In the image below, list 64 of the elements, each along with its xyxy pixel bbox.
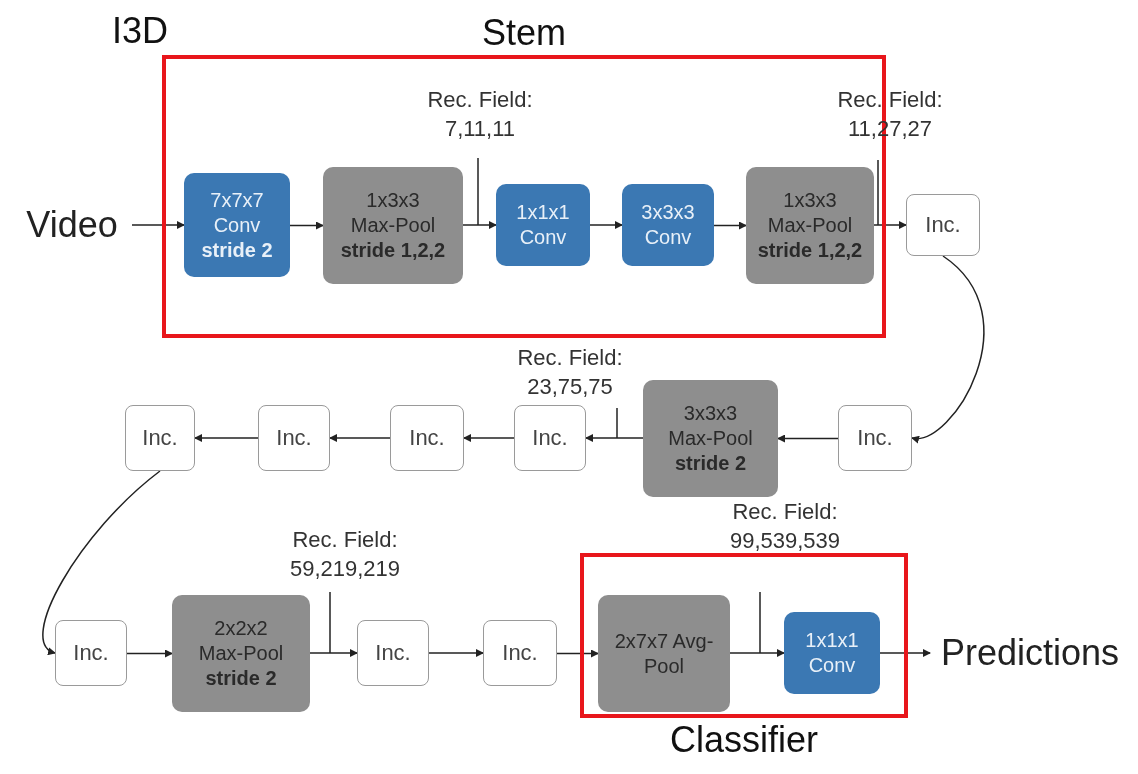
inception-box — [838, 405, 912, 471]
layer-text: Inc. — [531, 425, 569, 451]
layer-text: Inc. — [72, 640, 110, 666]
conv-box — [496, 184, 590, 266]
arrow — [289, 221, 324, 230]
stride-text: stride 2 — [673, 451, 748, 476]
conv-box — [184, 173, 290, 277]
inception-box — [258, 405, 330, 471]
layer-text: Inc. — [141, 425, 179, 451]
receptive-field-note: Rec. Field: 7,11,11 — [426, 86, 534, 143]
arrow — [428, 649, 484, 657]
layer-text: Inc. — [924, 212, 962, 238]
inception-box — [55, 620, 127, 686]
arrow — [729, 649, 785, 657]
stride-text: stride 1,2,2 — [339, 238, 447, 263]
pool-box — [746, 167, 874, 284]
layer-text: 3x3x3 Conv — [640, 200, 696, 250]
conv-box — [784, 612, 880, 694]
arrow — [589, 221, 623, 229]
io-label: Predictions — [940, 632, 1120, 674]
arrow — [879, 649, 931, 657]
arrow — [194, 434, 259, 442]
arrow — [126, 649, 173, 658]
inception-box — [125, 405, 195, 471]
arrow — [911, 255, 985, 442]
arrow — [713, 221, 747, 230]
io-label: Video — [26, 204, 118, 246]
receptive-field-note: Rec. Field: 59,219,219 — [288, 526, 402, 583]
layer-text: 2x7x7 Avg-Pool — [613, 628, 715, 679]
stride-text: stride 1,2,2 — [756, 238, 864, 263]
layer-text: Inc. — [408, 425, 446, 451]
conv-box — [622, 184, 714, 266]
inception-box — [483, 620, 557, 686]
group-heading: Stem — [481, 11, 567, 55]
layer-text: 1x1x1 Conv — [515, 200, 571, 250]
inception-box — [357, 620, 429, 686]
layer-text: Inc. — [856, 425, 894, 451]
inception-box — [390, 405, 464, 471]
layer-text: Inc. — [275, 425, 313, 451]
pool-box — [172, 595, 310, 712]
arrow — [777, 434, 839, 443]
model-title: I3D — [111, 9, 169, 53]
inception-box — [514, 405, 586, 471]
pool-box — [323, 167, 463, 284]
layer-text: Inc. — [501, 640, 539, 666]
receptive-field-note: Rec. Field: 99,539,539 — [728, 498, 842, 555]
layer-text: Inc. — [374, 640, 412, 666]
arrow — [463, 434, 515, 442]
stride-text: stride 2 — [204, 666, 278, 691]
arrow — [462, 221, 497, 229]
arrow — [131, 221, 185, 229]
arrow — [585, 434, 644, 442]
arrow — [42, 470, 161, 654]
pool-box — [598, 595, 730, 712]
receptive-field-note: Rec. Field: 23,75,75 — [516, 344, 624, 401]
pool-box — [643, 380, 778, 497]
arrow — [309, 649, 358, 657]
group-heading: Classifier — [669, 718, 819, 762]
stride-text: stride 2 — [200, 237, 274, 263]
inception-box — [906, 194, 980, 256]
arrow — [329, 434, 391, 442]
arrow — [556, 649, 599, 658]
layer-text: 1x1x1 Conv — [804, 628, 860, 678]
arrow — [873, 221, 907, 229]
